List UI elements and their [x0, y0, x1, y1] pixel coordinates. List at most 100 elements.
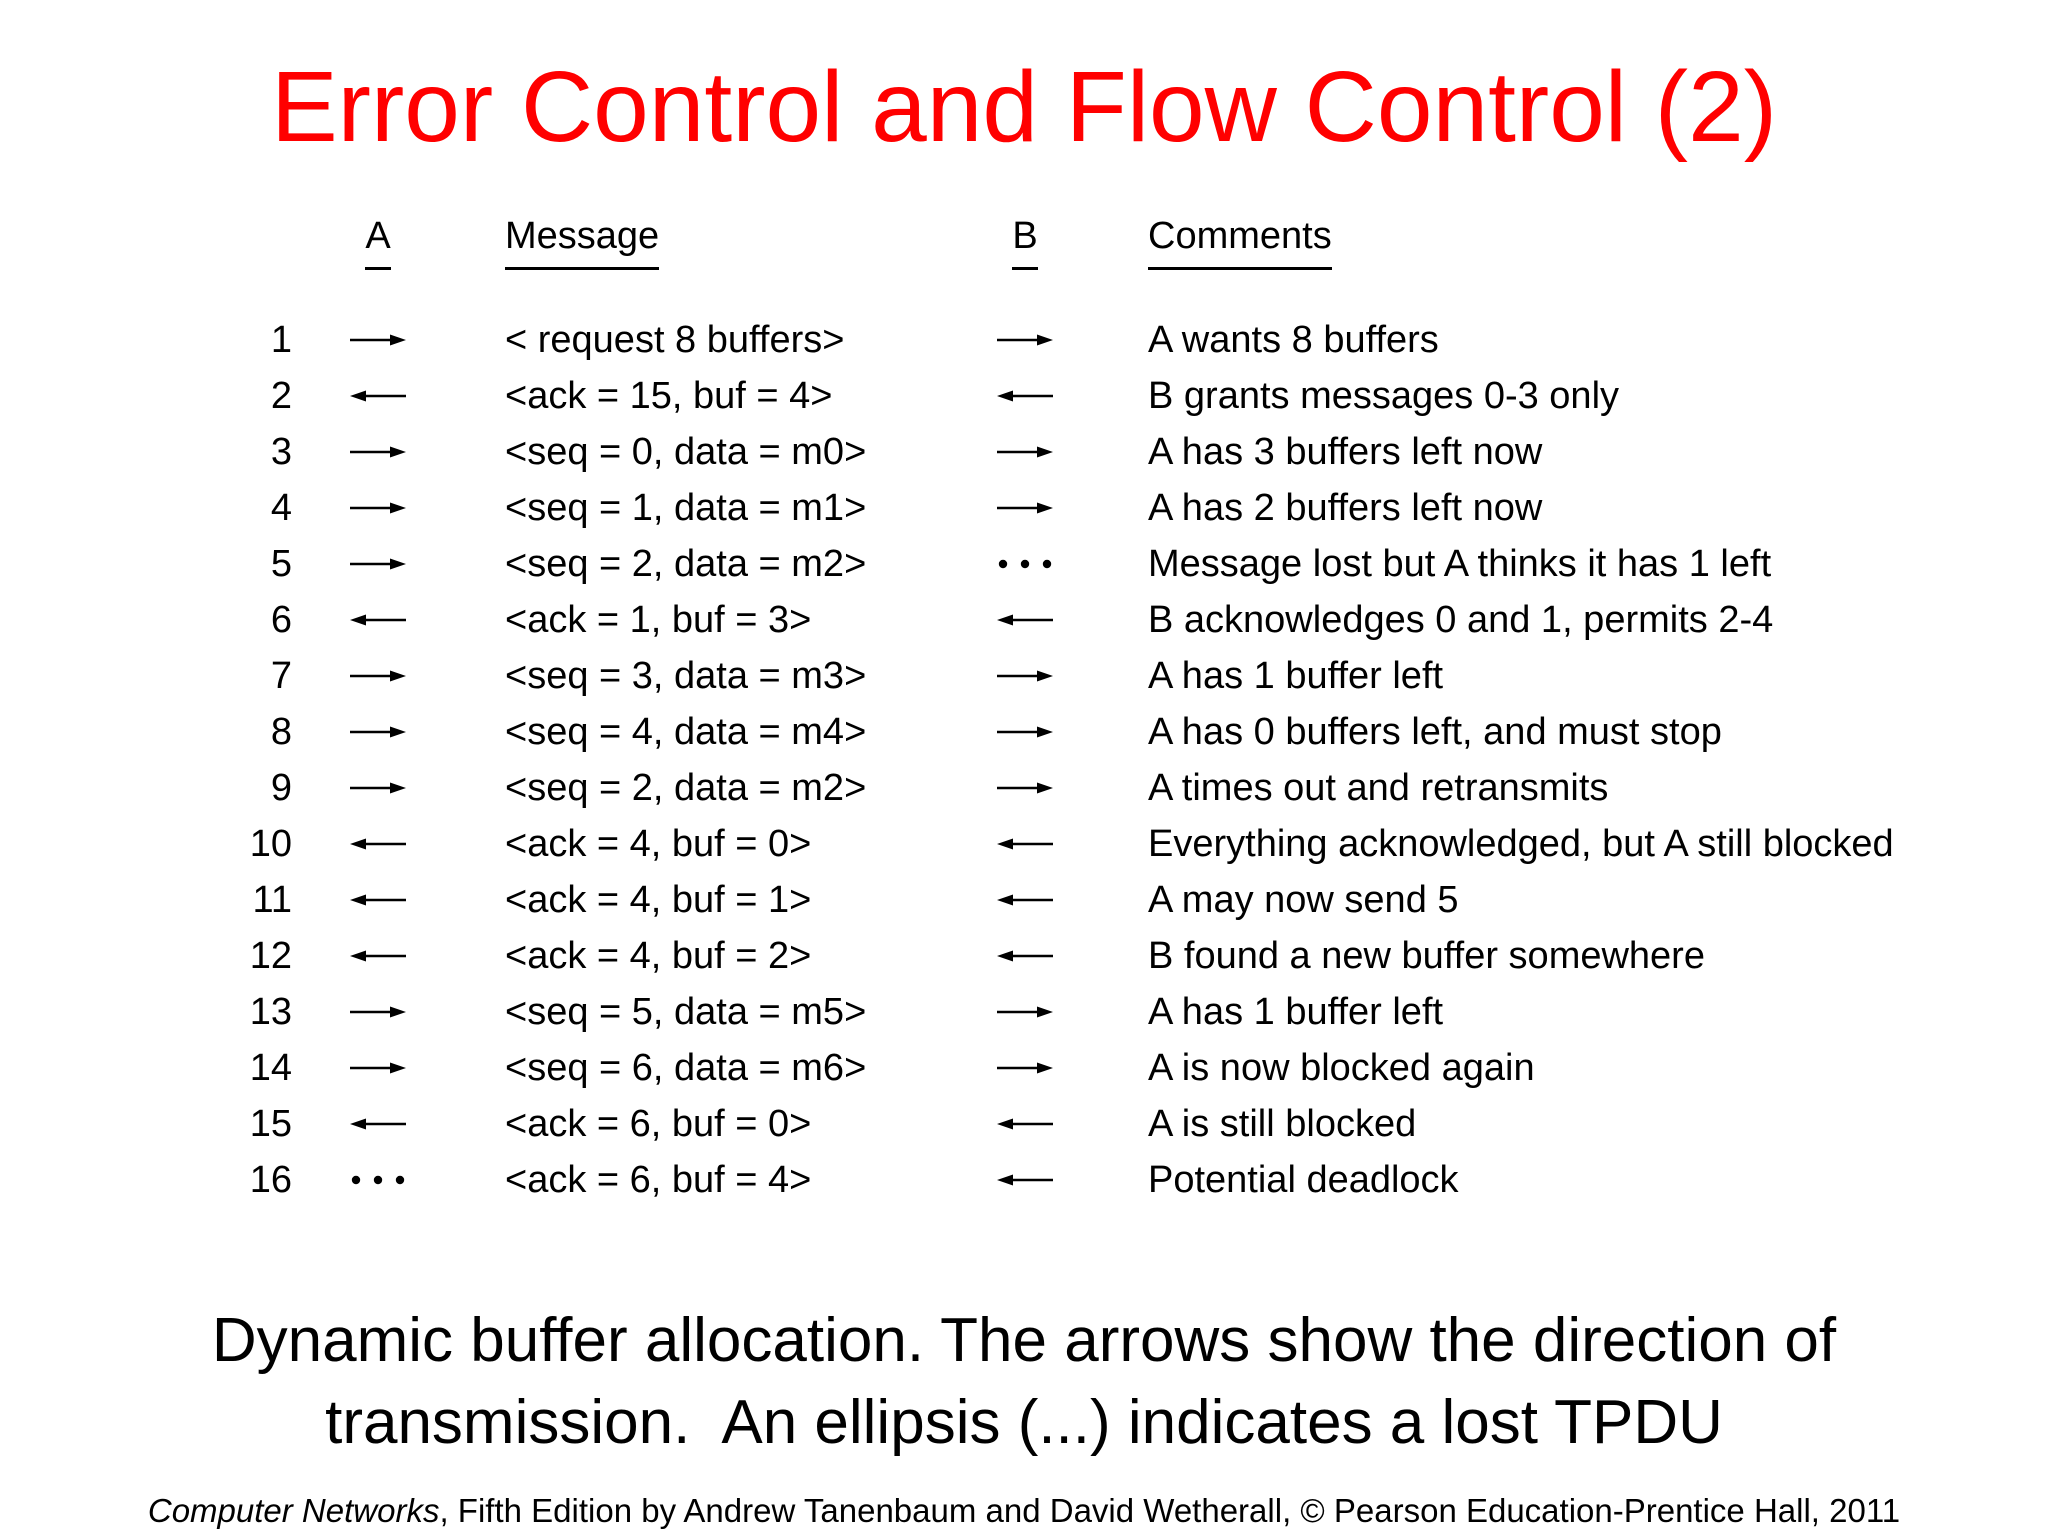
row-number: 9	[270, 766, 292, 809]
left-arrow-icon	[997, 894, 1053, 906]
table-row: 10<ack = 4, buf = 0>Everything acknowled…	[232, 816, 2048, 872]
comment-text: A is still blocked	[1148, 1102, 1417, 1145]
column-header-comments: Comments	[1148, 215, 1332, 270]
a-direction-cell	[292, 892, 505, 908]
table-header-row: A Message B Comments	[232, 215, 2048, 270]
row-number: 15	[249, 1102, 292, 1145]
message-text: < request 8 buffers>	[505, 318, 845, 361]
right-arrow-icon	[997, 334, 1053, 346]
slide-caption: Dynamic buffer allocation. The arrows sh…	[0, 1300, 2048, 1464]
table-row: 2 <ack = 15, buf = 4> B grants messages 0-…	[232, 368, 2048, 424]
b-direction-cell	[965, 724, 1085, 740]
left-arrow-icon	[350, 1118, 406, 1130]
right-arrow-icon	[997, 446, 1053, 458]
message-column: Message	[505, 215, 965, 270]
right-arrow-icon	[350, 1006, 406, 1018]
table-row: 4<seq = 1, data = m1>A has 2 buffers lef…	[232, 480, 2048, 536]
b-direction-cell	[965, 388, 1085, 404]
row-number: 5	[270, 542, 292, 585]
caption-line-2: transmission. An ellipsis (...) indicate…	[325, 1388, 1723, 1457]
b-direction-cell	[965, 500, 1085, 516]
message-text: <ack = 4, buf = 1>	[505, 878, 812, 921]
comment-text: Everything acknowledged, but A still blo…	[1148, 822, 1894, 865]
a-direction-cell	[292, 556, 505, 572]
right-arrow-icon	[350, 446, 406, 458]
table-row: 16<ack = 6, buf = 4>Potential deadlock	[232, 1152, 2048, 1208]
row-number: 8	[270, 710, 292, 753]
table-row: 13 <seq = 5, data = m5> A has 1 buffer lef…	[232, 984, 2048, 1040]
right-arrow-icon	[997, 670, 1053, 682]
a-direction-cell	[292, 444, 505, 460]
row-number: 13	[249, 990, 292, 1033]
table-row: 11<ack = 4, buf = 1>A may now send 5	[232, 872, 2048, 928]
comment-text: B found a new buffer somewhere	[1148, 934, 1705, 977]
comment-text: A has 1 buffer left	[1148, 990, 1444, 1033]
lost-message-ellipsis-icon	[998, 559, 1052, 569]
message-text: <seq = 3, data = m3>	[505, 654, 867, 697]
right-arrow-icon	[350, 1062, 406, 1074]
protocol-trace-figure: A Message B Comments 1 < request 8 buffer…	[232, 215, 2048, 1208]
row-number: 7	[270, 654, 292, 697]
a-direction-cell	[292, 948, 505, 964]
message-text: <seq = 2, data = m2>	[505, 542, 867, 585]
b-direction-cell	[965, 332, 1085, 348]
table-rows: 1 < request 8 buffers> A wants 8 buffers 2 <…	[232, 312, 2048, 1208]
message-text: <ack = 15, buf = 4>	[505, 374, 833, 417]
row-number: 16	[249, 1158, 292, 1201]
right-arrow-icon	[997, 1062, 1053, 1074]
right-arrow-icon	[350, 782, 406, 794]
comment-text: A has 3 buffers left now	[1148, 430, 1543, 473]
comment-text: A wants 8 buffers	[1148, 318, 1439, 361]
left-arrow-icon	[997, 1118, 1053, 1130]
row-number: 10	[249, 822, 292, 865]
left-arrow-icon	[350, 390, 406, 402]
table-row: 12<ack = 4, buf = 2>B found a new buffer…	[232, 928, 2048, 984]
table-row: 8<seq = 4, data = m4>A has 0 buffers lef…	[232, 704, 2048, 760]
row-number: 12	[249, 934, 292, 977]
left-arrow-icon	[350, 950, 406, 962]
right-arrow-icon	[350, 670, 406, 682]
right-arrow-icon	[997, 502, 1053, 514]
message-text: <ack = 1, buf = 3>	[505, 598, 812, 641]
message-text: <seq = 0, data = m0>	[505, 430, 867, 473]
a-direction-cell	[292, 724, 505, 740]
comment-text: A is now blocked again	[1148, 1046, 1535, 1089]
book-title: Computer Networks	[147, 1492, 440, 1529]
right-arrow-icon	[350, 334, 406, 346]
message-text: <seq = 4, data = m4>	[505, 710, 867, 753]
row-number: 1	[270, 318, 292, 361]
message-text: <ack = 6, buf = 0>	[505, 1102, 812, 1145]
b-direction-cell	[965, 836, 1085, 852]
footer-attribution-text: , Fifth Edition by Andrew Tanenbaum and …	[439, 1492, 1901, 1529]
row-number: 4	[270, 486, 292, 529]
table-row: 7<seq = 3, data = m3>A has 1 buffer left	[232, 648, 2048, 704]
row-number: 6	[270, 598, 292, 641]
row-number: 3	[270, 430, 292, 473]
b-direction-cell	[965, 1004, 1085, 1020]
message-text: <seq = 5, data = m5>	[505, 990, 867, 1033]
table-row: 15 <ack = 6, buf = 0> A is still blocked	[232, 1096, 2048, 1152]
b-direction-cell	[965, 1116, 1085, 1132]
message-text: <seq = 1, data = m1>	[505, 486, 867, 529]
b-direction-cell	[965, 444, 1085, 460]
a-column: A	[292, 215, 505, 270]
a-direction-cell	[292, 1060, 505, 1076]
b-direction-cell	[965, 1060, 1085, 1076]
message-text: <ack = 6, buf = 4>	[505, 1158, 812, 1201]
slide-title: Error Control and Flow Control (2)	[270, 51, 1778, 163]
comment-text: Message lost but A thinks it has 1 left	[1148, 542, 1772, 585]
comment-text: A may now send 5	[1148, 878, 1459, 921]
a-direction-cell	[292, 1004, 505, 1020]
row-number: 2	[270, 374, 292, 417]
left-arrow-icon	[350, 614, 406, 626]
comment-text: B grants messages 0-3 only	[1148, 374, 1620, 417]
right-arrow-icon	[997, 726, 1053, 738]
lost-message-ellipsis-icon	[351, 1175, 405, 1185]
comments-column: Comments	[1085, 215, 2048, 270]
table-row: 6<ack = 1, buf = 3>B acknowledges 0 and …	[232, 592, 2048, 648]
left-arrow-icon	[997, 950, 1053, 962]
message-text: <seq = 2, data = m2>	[505, 766, 867, 809]
b-direction-cell	[965, 948, 1085, 964]
b-direction-cell	[965, 1172, 1085, 1188]
